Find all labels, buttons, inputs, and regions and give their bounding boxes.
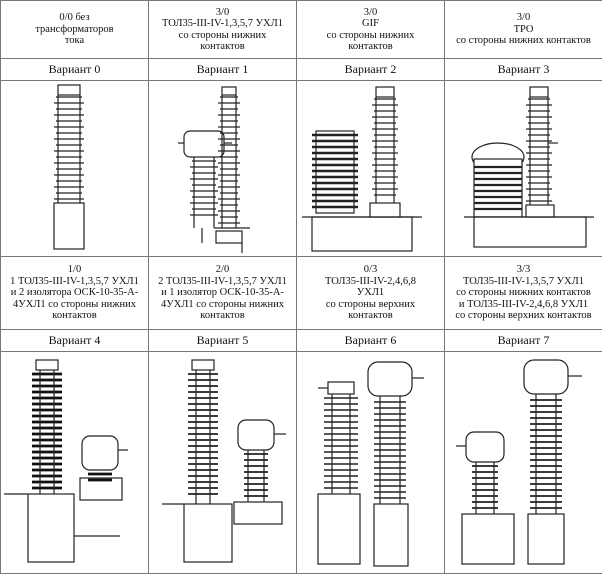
description-cell: 0/0 без трансформаторов тока <box>0 0 149 60</box>
transformer-variant-3-drawing <box>463 86 594 248</box>
drawing-cell <box>0 350 149 574</box>
variant-label: Вариант 2 <box>296 58 445 82</box>
description-cell: 3/0 TPO со стороны нижних контактов <box>444 0 602 60</box>
drawing-cell <box>444 80 602 258</box>
description-cell: 3/3 ТОЛ35-III-IV-1,3,5,7 УХЛ1 со стороны… <box>444 256 602 330</box>
description-cell: 1/0 1 ТОЛ35-III-IV-1,3,5,7 УХЛ1 и 2 изол… <box>0 256 149 330</box>
variant-label: Вариант 1 <box>148 58 297 82</box>
drawing-cell <box>296 80 445 258</box>
transformer-variant-0-drawing <box>52 84 85 250</box>
description-cell: 3/0 ТОЛ35-III-IV-1,3,5,7 УХЛ1 со стороны… <box>148 0 297 60</box>
transformer-variant-6-drawing <box>316 361 424 567</box>
variant-label: Вариант 6 <box>296 328 445 352</box>
variant-label: Вариант 5 <box>148 328 297 352</box>
drawing-cell <box>148 350 297 574</box>
drawing-cell <box>444 350 602 574</box>
variant-label: Вариант 0 <box>0 58 149 82</box>
drawing-row-2 <box>0 350 602 574</box>
variant-label: Вариант 7 <box>444 328 602 352</box>
description-cell: 2/0 2 ТОЛ35-III-IV-1,3,5,7 УХЛ1 и 1 изол… <box>148 256 297 330</box>
transformer-variant-7-drawing <box>455 359 582 565</box>
description-row-2: 1/0 1 ТОЛ35-III-IV-1,3,5,7 УХЛ1 и 2 изол… <box>0 256 602 330</box>
variant-label-row-1: Вариант 0 Вариант 1 Вариант 2 Вариант 3 <box>0 58 602 82</box>
transformer-variant-4-drawing <box>3 359 128 563</box>
transformer-variant-5-drawing <box>161 359 286 563</box>
drawing-cell <box>0 80 149 258</box>
variant-label: Вариант 3 <box>444 58 602 82</box>
drawing-row-1 <box>0 80 602 258</box>
drawing-cell <box>296 350 445 574</box>
variant-label-row-2: Вариант 4 Вариант 5 Вариант 6 Вариант 7 <box>0 328 602 352</box>
variant-label: Вариант 4 <box>0 328 149 352</box>
description-cell: 3/0 GIF со стороны нижних контактов <box>296 0 445 60</box>
description-row-1: 0/0 без трансформаторов тока 3/0 ТОЛ35-I… <box>0 0 602 60</box>
description-cell: 0/3 ТОЛ35-III-IV-2,4,6,8 УХЛ1 со стороны… <box>296 256 445 330</box>
transformer-variant-2-drawing <box>301 86 422 252</box>
transformer-variant-1-drawing <box>177 86 250 253</box>
drawing-cell <box>148 80 297 258</box>
